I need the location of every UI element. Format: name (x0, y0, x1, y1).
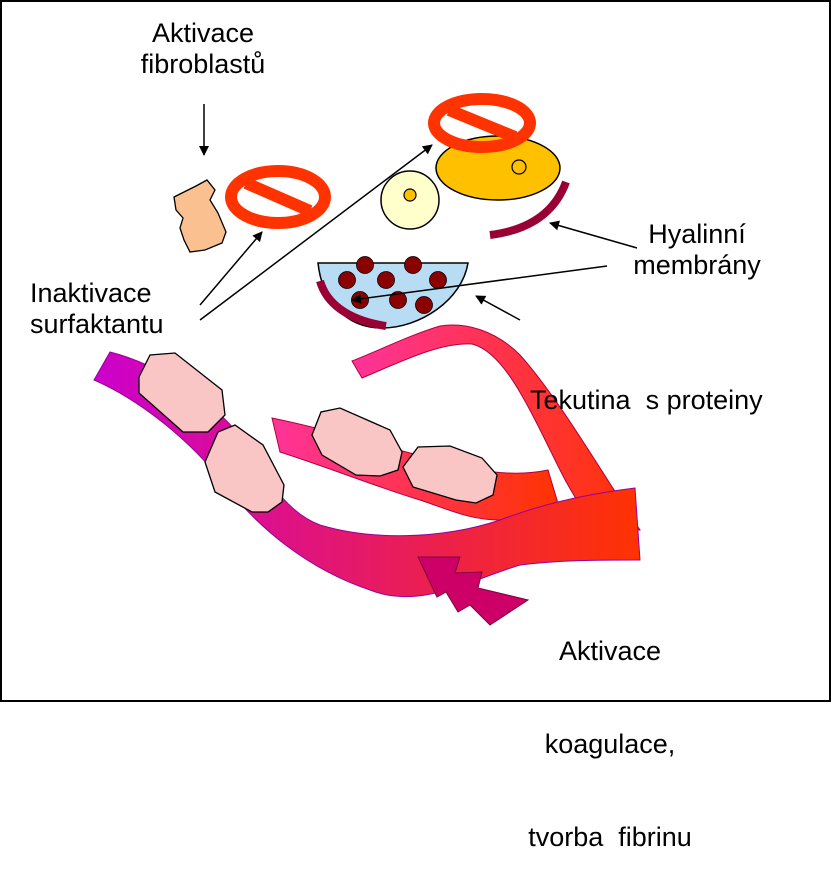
label-protein-fluid: Tekutina s proteiny (530, 385, 763, 415)
endothelial-cell (402, 445, 498, 504)
endothelial-cells (138, 352, 498, 513)
endothelial-cell (204, 424, 285, 513)
label-fibroblast-activation: Aktivace fibroblastů (140, 18, 266, 79)
inhibit-sign-icon (428, 93, 536, 153)
arrow-hyaline-into-fluid (351, 265, 608, 304)
pale-cell-nucleus (403, 188, 417, 202)
diagram-canvas (93, 93, 641, 626)
label-coagulation-activation: Aktivace koagulace, tvorba fibrinu (528, 636, 692, 852)
inhibit-sign-icon (225, 165, 331, 229)
endothelial-cell (311, 407, 403, 477)
arrow-surfactant-to-inhibit-2 (199, 144, 433, 321)
arrow-protein-fluid (475, 295, 521, 321)
label-hyaline-membranes: Hyalinní membrány (633, 219, 761, 280)
label-surfactant-inactivation: Inaktivace surfaktantu (30, 278, 164, 339)
hyaline-membrane (489, 180, 570, 239)
arrow-hyaline-membrane (549, 220, 638, 249)
arrow-surfactant-to-inhibit-1 (199, 231, 263, 306)
vessel-upper-arm (351, 324, 641, 531)
endothelial-cell (138, 352, 226, 433)
yellow-cell-nucleus (511, 159, 527, 175)
arrows (199, 104, 638, 321)
lightning-icon (417, 556, 530, 626)
hyaline-membrane-fluid (316, 279, 387, 330)
fibroblast-cell (173, 179, 227, 253)
